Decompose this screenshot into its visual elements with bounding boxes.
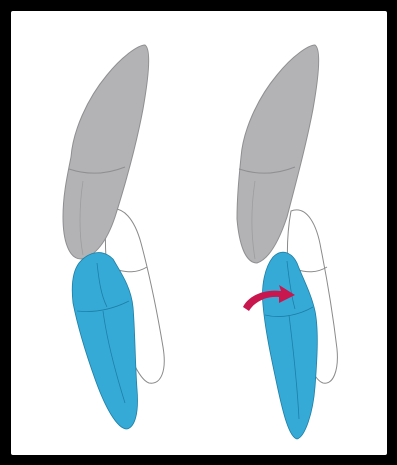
left-tooth-pair	[63, 45, 164, 429]
left-upper-tooth	[63, 45, 149, 259]
right-tooth-pair	[237, 45, 337, 439]
figure-panel	[11, 11, 387, 455]
tooth-diagram	[11, 11, 387, 455]
